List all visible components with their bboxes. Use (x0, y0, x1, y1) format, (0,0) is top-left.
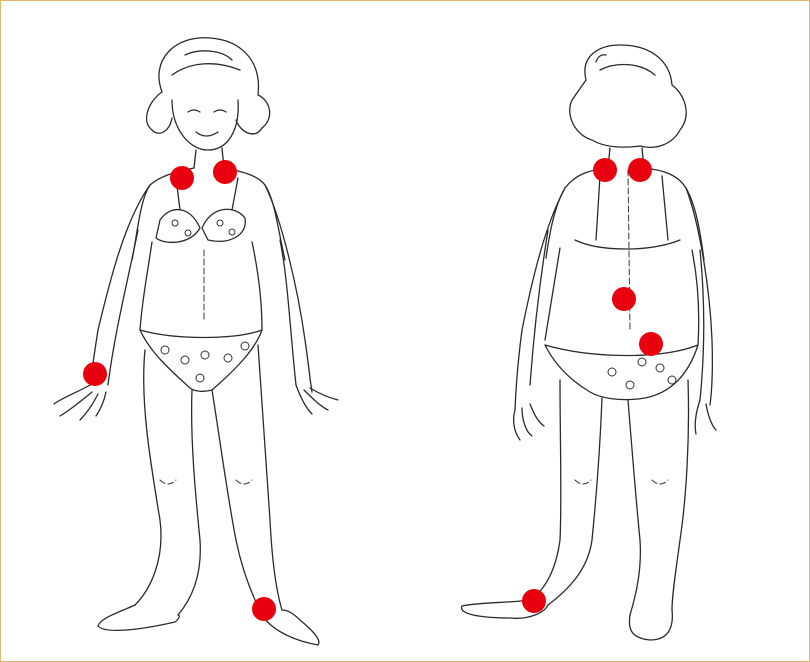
pain-markers (83, 158, 663, 621)
marker-front-ankle (252, 597, 276, 621)
marker-front-neck-right (170, 166, 194, 190)
back-figure (462, 45, 716, 640)
marker-back-upper-left (593, 158, 617, 182)
marker-back-hip (639, 332, 663, 356)
marker-front-wrist (83, 362, 107, 386)
marker-back-lower-back (612, 287, 636, 311)
marker-front-neck-left (213, 160, 237, 184)
marker-back-heel (522, 589, 546, 613)
front-figure (54, 38, 338, 645)
marker-back-upper-right (628, 158, 652, 182)
